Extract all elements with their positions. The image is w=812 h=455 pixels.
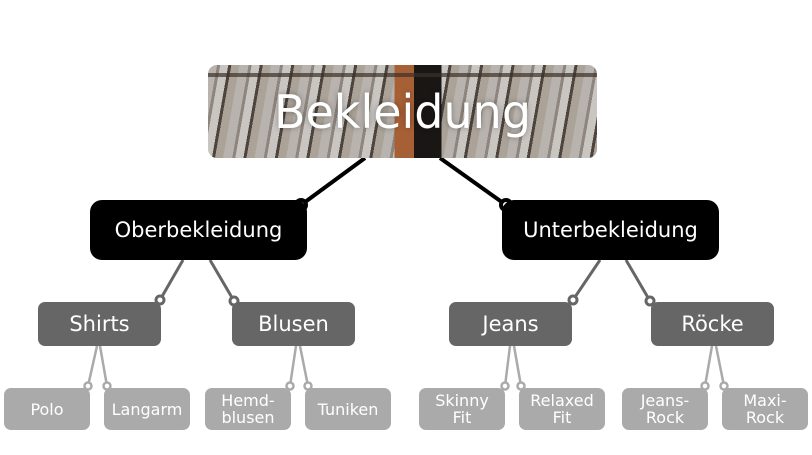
- label-line2: Fit: [452, 408, 472, 427]
- label-line2: blusen: [221, 408, 275, 427]
- label: Polo: [30, 399, 64, 419]
- node-maxi-rock: Maxi-Rock: [722, 388, 808, 430]
- label-line1: Relaxed: [530, 391, 594, 410]
- node-tuniken: Tuniken: [305, 388, 391, 430]
- root-label: Bekleidung: [273, 84, 532, 139]
- label-line2: Fit: [552, 408, 572, 427]
- node-oberbekleidung: Oberbekleidung: [90, 200, 307, 260]
- connector: [299, 156, 367, 207]
- label: Langarm: [111, 399, 183, 419]
- label-line1: Maxi-: [743, 391, 787, 410]
- label-line1: Jeans-: [640, 391, 690, 410]
- node-roecke: Röcke: [651, 302, 774, 346]
- label-line2: Rock: [745, 408, 785, 427]
- node-jeans: Jeans: [449, 302, 572, 346]
- node-unterbekleidung: Unterbekleidung: [502, 200, 719, 260]
- label: Tuniken: [317, 399, 379, 419]
- label-line2: Rock: [645, 408, 685, 427]
- node-blusen: Blusen: [232, 302, 355, 346]
- root-node-bekleidung: Bekleidung: [208, 65, 597, 158]
- node-polo: Polo: [4, 388, 90, 430]
- label-line1: Hemd-: [221, 391, 275, 410]
- node-shirts: Shirts: [38, 302, 161, 346]
- label-line1: Skinny: [435, 391, 489, 410]
- node-langarm: Langarm: [104, 388, 190, 430]
- connector: [438, 156, 508, 207]
- node-hemdblusen: Hemd-blusen: [205, 388, 291, 430]
- node-jeans-rock: Jeans-Rock: [622, 388, 708, 430]
